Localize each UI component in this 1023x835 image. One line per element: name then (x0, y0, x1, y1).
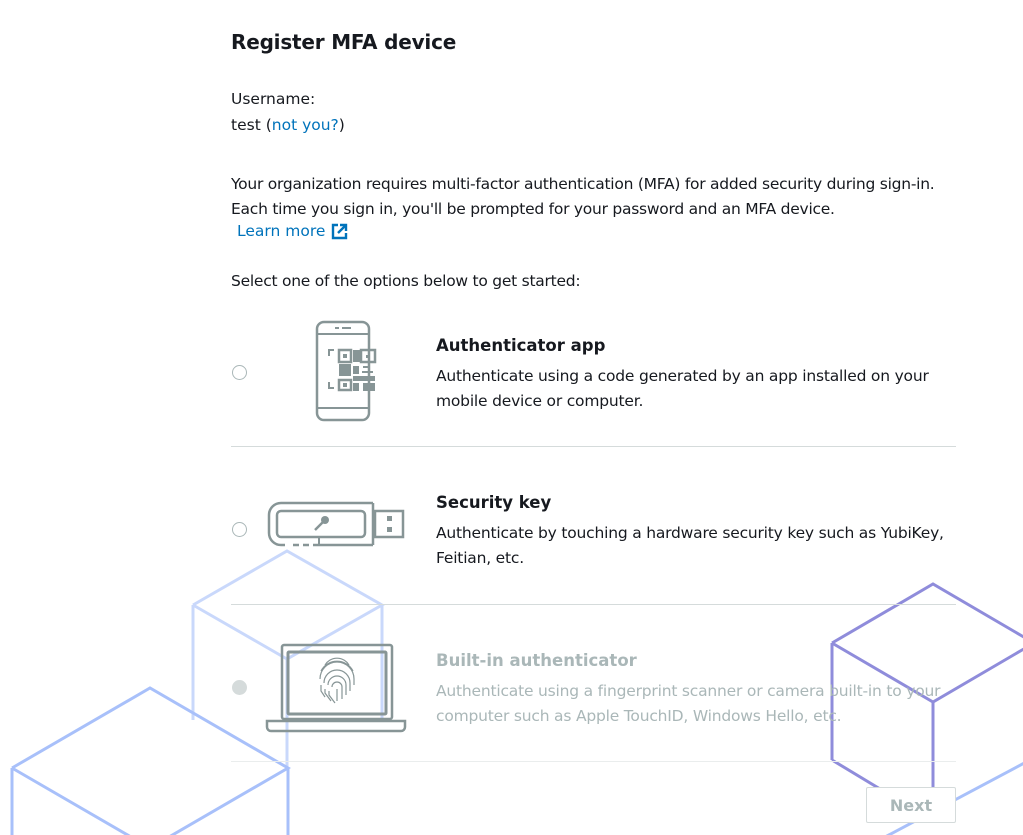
paren-close: ) (338, 116, 345, 134)
radio-security-key[interactable] (232, 522, 247, 537)
option-built-in-authenticator: Built-in authenticator Authenticate usin… (231, 605, 956, 762)
paren-open: ( (260, 116, 272, 134)
mfa-intro-text: Your organization requires multi-factor … (231, 175, 935, 218)
laptop-fingerprint-icon (265, 643, 407, 733)
page-title: Register MFA device (231, 30, 457, 54)
option-title: Authenticator app (436, 336, 606, 355)
next-button[interactable]: Next (866, 787, 956, 823)
radio-authenticator-app[interactable] (232, 365, 247, 380)
option-description: Authenticate by touching a hardware secu… (436, 524, 944, 567)
option-divider (231, 604, 956, 605)
not-you-link[interactable]: not you? (271, 116, 339, 134)
option-description: Authenticate using a fingerprint scanner… (436, 682, 941, 725)
options-prompt: Select one of the options below to get s… (231, 272, 581, 290)
username-line: test (not you?) (231, 116, 345, 134)
usb-security-key-icon (267, 501, 405, 547)
learn-more-label: Learn more (237, 222, 326, 240)
learn-more-link[interactable]: Learn more (237, 222, 348, 240)
option-title: Built-in authenticator (436, 651, 637, 670)
option-authenticator-app[interactable]: Authenticator app Authenticate using a c… (231, 290, 956, 447)
option-title: Security key (436, 493, 552, 512)
option-security-key[interactable]: Security key Authenticate by touching a … (231, 447, 956, 604)
username-label: Username: (231, 90, 316, 108)
radio-built-in-authenticator (232, 680, 247, 695)
external-link-icon (332, 223, 348, 239)
option-divider (231, 761, 956, 762)
option-description: Authenticate using a code generated by a… (436, 367, 929, 410)
username-value: test (231, 116, 261, 134)
phone-qr-code-icon (315, 320, 377, 422)
option-divider (231, 446, 956, 447)
